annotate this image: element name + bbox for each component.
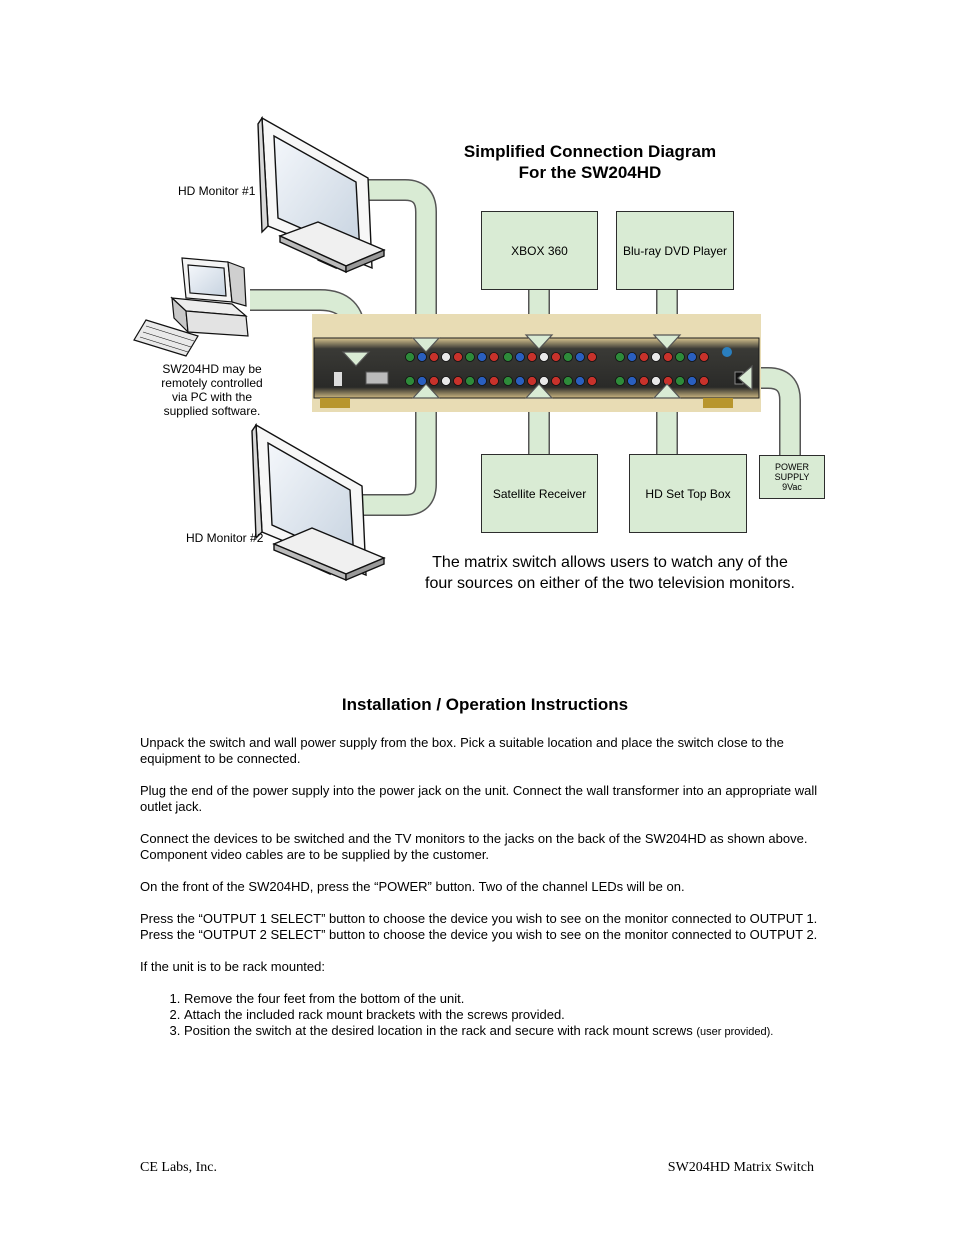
diagram-caption: The matrix switch allows users to watch … bbox=[400, 552, 820, 594]
step-item: Remove the four feet from the bottom of … bbox=[184, 991, 830, 1007]
monitor-1-label: HD Monitor #1 bbox=[178, 184, 256, 198]
rca-jack bbox=[503, 352, 513, 362]
rca-jack bbox=[551, 376, 561, 386]
step-note: (user provided). bbox=[696, 1026, 774, 1038]
instruction-paragraph: On the front of the SW204HD, press the “… bbox=[140, 879, 685, 894]
rack-mount-steps: Remove the four feet from the bottom of … bbox=[140, 991, 830, 1040]
rca-jack bbox=[405, 376, 415, 386]
rca-jack bbox=[429, 376, 439, 386]
step-text: Attach the included rack mount brackets … bbox=[184, 1007, 565, 1022]
rca-jack bbox=[441, 352, 451, 362]
rca-jack bbox=[587, 352, 597, 362]
rca-jack bbox=[539, 376, 549, 386]
rca-jack bbox=[477, 376, 487, 386]
rca-jack bbox=[417, 376, 427, 386]
instructions-title: Installation / Operation Instructions bbox=[341, 695, 629, 714]
rca-jack bbox=[441, 376, 451, 386]
rca-jack bbox=[651, 376, 661, 386]
rca-jack bbox=[575, 376, 585, 386]
diagram-title: Simplified Connection Diagram For the SW… bbox=[420, 141, 760, 183]
device-label: Blu-ray DVD Player bbox=[622, 243, 728, 258]
monitor-1-graphic bbox=[257, 115, 386, 274]
rca-jack bbox=[453, 352, 463, 362]
rca-jack bbox=[675, 376, 685, 386]
device-label: Satellite Receiver bbox=[492, 486, 587, 501]
instruction-paragraph: Connect the devices to be switched and t… bbox=[140, 831, 808, 862]
rca-jack bbox=[515, 376, 525, 386]
pc-note-line: via PC with the bbox=[171, 390, 253, 404]
rca-jack bbox=[687, 352, 697, 362]
footer-right: SW204HD Matrix Switch bbox=[667, 1160, 814, 1175]
rca-jack bbox=[627, 352, 637, 362]
rca-jack bbox=[663, 376, 673, 386]
rca-jack bbox=[651, 352, 661, 362]
connection-diagram: Simplified Connection Diagram For the SW… bbox=[133, 115, 825, 594]
rca-jack bbox=[575, 352, 585, 362]
rca-jack bbox=[675, 352, 685, 362]
rca-jack bbox=[627, 376, 637, 386]
device-box-xbox: XBOX 360 bbox=[481, 211, 598, 290]
rca-jack bbox=[527, 376, 537, 386]
power-supply-line: POWER bbox=[774, 462, 809, 472]
pc-note-line: remotely controlled bbox=[161, 376, 263, 390]
diagram-caption-line-2: four sources on either of the two televi… bbox=[425, 575, 795, 592]
diagram-graphics bbox=[133, 115, 801, 582]
rca-jack bbox=[639, 352, 649, 362]
rca-jack bbox=[587, 376, 597, 386]
rca-jack bbox=[515, 352, 525, 362]
monitor-2-graphic bbox=[251, 422, 386, 582]
rca-jack bbox=[551, 352, 561, 362]
rca-jack bbox=[539, 352, 549, 362]
rca-jack bbox=[615, 376, 625, 386]
rca-jack bbox=[453, 376, 463, 386]
rca-jack bbox=[405, 352, 415, 362]
diagram-caption-line-1: The matrix switch allows users to watch … bbox=[432, 554, 788, 571]
instruction-paragraph: Unpack the switch and wall power supply … bbox=[140, 735, 784, 766]
pc-note: SW204HD may be remotely controlled via P… bbox=[148, 362, 276, 418]
rca-jack bbox=[489, 376, 499, 386]
power-supply-line: 9Vac bbox=[782, 482, 802, 492]
rca-jack bbox=[563, 376, 573, 386]
rca-jack bbox=[639, 376, 649, 386]
cable-arrows bbox=[341, 334, 753, 399]
device-box-bluray: Blu-ray DVD Player bbox=[616, 211, 734, 290]
instruction-paragraph: If the unit is to be rack mounted: bbox=[140, 959, 325, 974]
rca-jack bbox=[699, 376, 709, 386]
power-supply-box: POWER SUPPLY 9Vac bbox=[759, 455, 825, 499]
pc-note-line: SW204HD may be bbox=[162, 362, 262, 376]
step-item: Attach the included rack mount brackets … bbox=[184, 1007, 830, 1023]
step-item: Position the switch at the desired locat… bbox=[184, 1023, 830, 1040]
rca-jack bbox=[465, 352, 475, 362]
rca-jack bbox=[615, 352, 625, 362]
device-label: XBOX 360 bbox=[511, 243, 568, 258]
rca-jack bbox=[477, 352, 487, 362]
device-label: HD Set Top Box bbox=[645, 486, 731, 501]
instructions-section: Installation / Operation Instructions Un… bbox=[140, 695, 830, 1040]
rca-jack bbox=[489, 352, 499, 362]
step-text: Position the switch at the desired locat… bbox=[184, 1023, 693, 1038]
diagram-title-line-1: Simplified Connection Diagram bbox=[463, 142, 717, 161]
power-supply-line: SUPPLY bbox=[774, 472, 810, 482]
pc-note-line: supplied software. bbox=[163, 404, 261, 418]
rca-jack bbox=[503, 376, 513, 386]
footer-left: CE Labs, Inc. bbox=[140, 1160, 217, 1175]
rca-jack bbox=[417, 352, 427, 362]
rca-jack bbox=[465, 376, 475, 386]
step-text: Remove the four feet from the bottom of … bbox=[184, 991, 465, 1006]
instruction-paragraph: Plug the end of the power supply into th… bbox=[140, 783, 818, 814]
pc-graphic bbox=[133, 257, 249, 357]
diagram-title-line-2: For the SW204HD bbox=[518, 163, 662, 182]
device-box-satellite: Satellite Receiver bbox=[481, 454, 598, 533]
rca-jack bbox=[429, 352, 439, 362]
rca-jack bbox=[563, 352, 573, 362]
rca-jack bbox=[699, 352, 709, 362]
rca-jack bbox=[687, 376, 697, 386]
instruction-paragraph: Press the “OUTPUT 1 SELECT” button to ch… bbox=[140, 911, 818, 942]
rca-jack bbox=[527, 352, 537, 362]
monitor-2-label: HD Monitor #2 bbox=[186, 531, 264, 545]
rca-jack bbox=[663, 352, 673, 362]
device-box-settop: HD Set Top Box bbox=[629, 454, 747, 533]
